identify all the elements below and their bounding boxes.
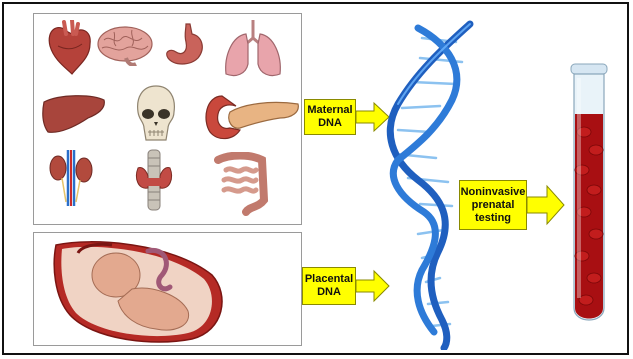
test-tube-icon xyxy=(566,62,612,332)
arrow-right-icon xyxy=(527,180,565,230)
intestines-icon xyxy=(210,152,270,216)
dna-helix-icon xyxy=(378,20,478,350)
pancreas-icon xyxy=(200,90,302,144)
liver-icon xyxy=(40,92,108,138)
lungs-icon xyxy=(220,18,286,82)
stomach-icon xyxy=(162,22,208,68)
skull-icon xyxy=(134,84,178,144)
brain-icon xyxy=(96,24,154,66)
heart-icon xyxy=(44,20,96,76)
kidneys-icon xyxy=(48,150,94,206)
placental-dna-callout: Placental DNA xyxy=(302,267,390,305)
thyroid-icon xyxy=(132,148,176,212)
fetus-in-uterus-icon xyxy=(52,235,232,345)
maternal-organs-panel xyxy=(33,13,302,225)
placenta-fetus-panel xyxy=(33,232,302,346)
maternal-dna-label: Maternal DNA xyxy=(304,99,356,135)
placental-dna-label: Placental DNA xyxy=(302,267,356,305)
